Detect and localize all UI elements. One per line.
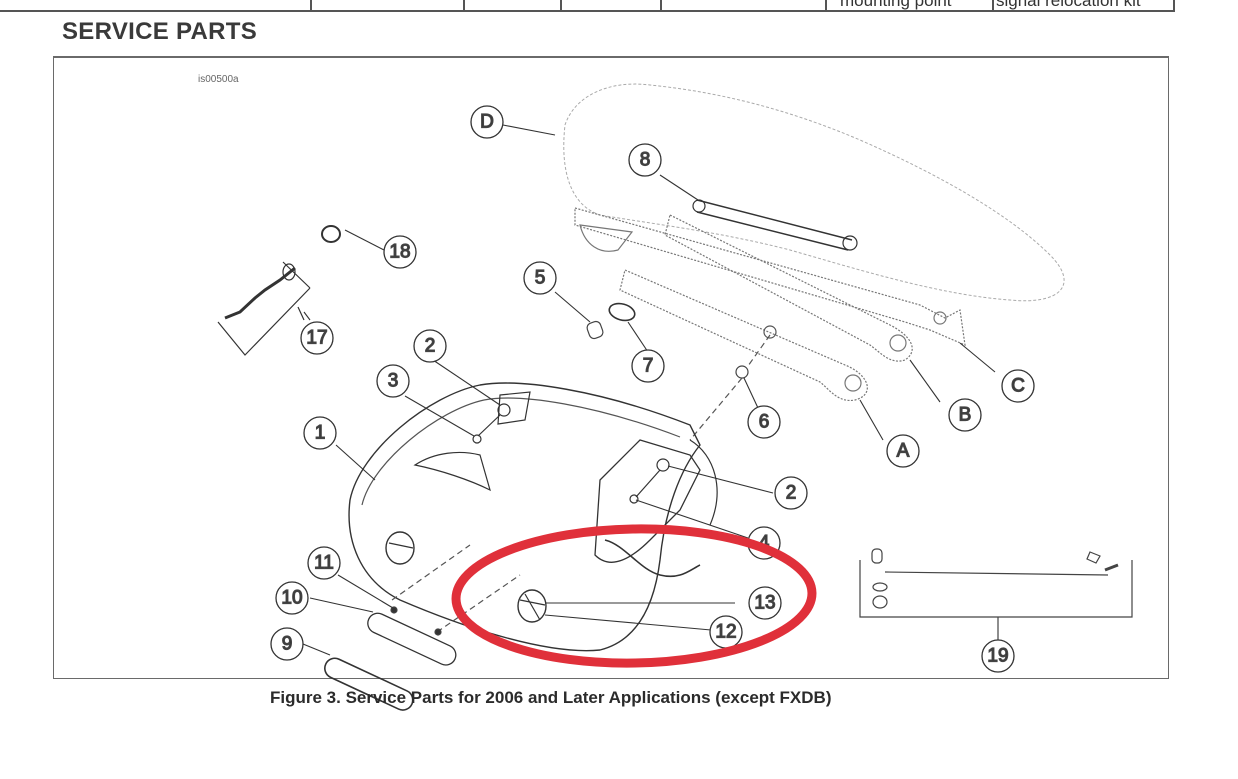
table-column-divider <box>560 0 562 12</box>
seat-outline <box>563 83 1065 302</box>
callout-A: A <box>897 441 910 462</box>
callout-19: 19 <box>987 646 1008 667</box>
part-12-13-reflector <box>517 589 547 623</box>
callout-6: 6 <box>759 412 770 433</box>
part-5-spacer <box>586 320 604 340</box>
table-cell-signal-relocation-kit: signal relocation kit <box>996 0 1141 10</box>
callout-8: 8 <box>640 150 651 171</box>
callout-2-right: 2 <box>786 483 797 504</box>
figure-caption: Figure 3. Service Parts for 2006 and Lat… <box>270 688 832 707</box>
rail-a <box>619 269 868 402</box>
table-column-divider <box>1173 0 1175 12</box>
table-column-divider <box>825 0 827 12</box>
part-19-bracket <box>859 560 1133 640</box>
rail-c <box>574 207 966 346</box>
left-reflector <box>385 531 415 565</box>
table-column-divider <box>660 0 662 12</box>
callout-C: C <box>1011 376 1025 397</box>
previous-table-fragment: mounting point signal relocation kit <box>0 0 1175 12</box>
callout-7: 7 <box>643 356 654 377</box>
lamp-mount <box>579 224 634 252</box>
right-bracket <box>594 439 701 563</box>
callout-10: 10 <box>281 588 302 609</box>
part-8-rod <box>696 199 853 251</box>
callout-18: 18 <box>389 242 410 263</box>
callout-3: 3 <box>388 371 399 392</box>
part-9-lens <box>324 657 414 711</box>
callout-B: B <box>959 405 972 426</box>
table-column-divider <box>992 0 994 12</box>
part-1-fender <box>348 382 701 652</box>
callout-1: 1 <box>315 423 326 444</box>
figure-frame <box>53 56 1169 679</box>
table-column-divider <box>463 0 465 12</box>
table-cell-mounting-point: mounting point <box>840 0 952 10</box>
callout-17: 17 <box>306 328 327 349</box>
rail-b <box>664 214 913 362</box>
figure-id-label: is00500a <box>198 74 239 85</box>
part-18-ring <box>321 225 341 243</box>
part-19-cable <box>884 571 1109 576</box>
part-7-plate <box>608 302 636 322</box>
table-bottom-border <box>0 10 1175 12</box>
callout-2-left: 2 <box>425 336 436 357</box>
table-column-divider <box>310 0 312 12</box>
callout-13: 13 <box>754 593 775 614</box>
part-17-lock <box>224 266 296 320</box>
part-17-lock-bracket <box>217 261 311 356</box>
callout-5: 5 <box>535 268 546 289</box>
callout-D: D <box>480 112 494 133</box>
part-6-bushing <box>735 365 749 379</box>
callout-9: 9 <box>282 634 293 655</box>
part-11-nut <box>390 606 398 614</box>
callout-11: 11 <box>314 553 334 574</box>
red-highlight-annotation <box>451 524 817 668</box>
section-title: SERVICE PARTS <box>62 18 258 45</box>
part-10-gasket <box>367 612 457 666</box>
callout-12: 12 <box>715 622 736 643</box>
